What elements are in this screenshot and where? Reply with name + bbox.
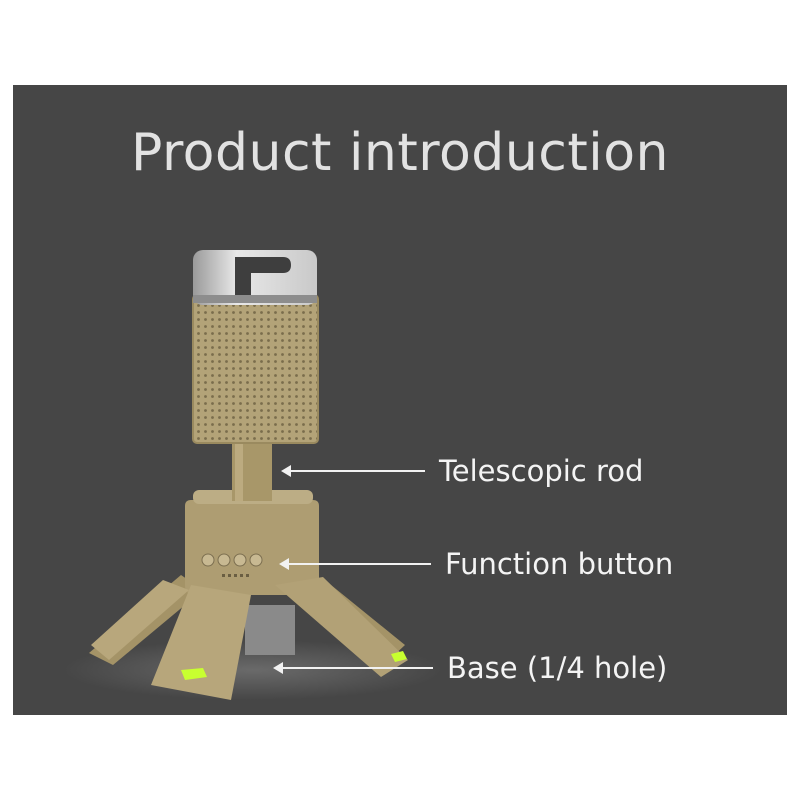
page-title: Product introduction bbox=[131, 123, 669, 183]
arrow-left-icon bbox=[281, 465, 425, 477]
callout-telescopic-rod: Telescopic rod bbox=[281, 454, 644, 488]
leg-front-left bbox=[151, 585, 251, 700]
leg-hinge bbox=[245, 605, 295, 655]
callout-label: Function button bbox=[445, 547, 674, 581]
leg-left-side bbox=[91, 580, 189, 660]
button-2 bbox=[217, 553, 231, 567]
product-illustration bbox=[63, 250, 443, 700]
hook-slot bbox=[235, 257, 291, 295]
speaker-body bbox=[193, 295, 318, 443]
arrow-left-icon bbox=[279, 558, 431, 570]
callout-function-button: Function button bbox=[279, 547, 674, 581]
power-button bbox=[201, 553, 215, 567]
plus-button bbox=[233, 553, 247, 567]
leg-front-right bbox=[275, 577, 408, 677]
function-buttons bbox=[201, 553, 263, 577]
minus-button bbox=[249, 553, 263, 567]
indicator-light-front bbox=[181, 668, 207, 680]
callout-base: Base (1/4 hole) bbox=[273, 651, 668, 685]
callout-label: Base (1/4 hole) bbox=[447, 651, 668, 685]
base-block bbox=[185, 500, 319, 595]
product-panel: Product introduction bbox=[13, 85, 787, 715]
callout-label: Telescopic rod bbox=[439, 454, 644, 488]
arrow-left-icon bbox=[273, 662, 433, 674]
indicator-light-right bbox=[391, 651, 407, 662]
